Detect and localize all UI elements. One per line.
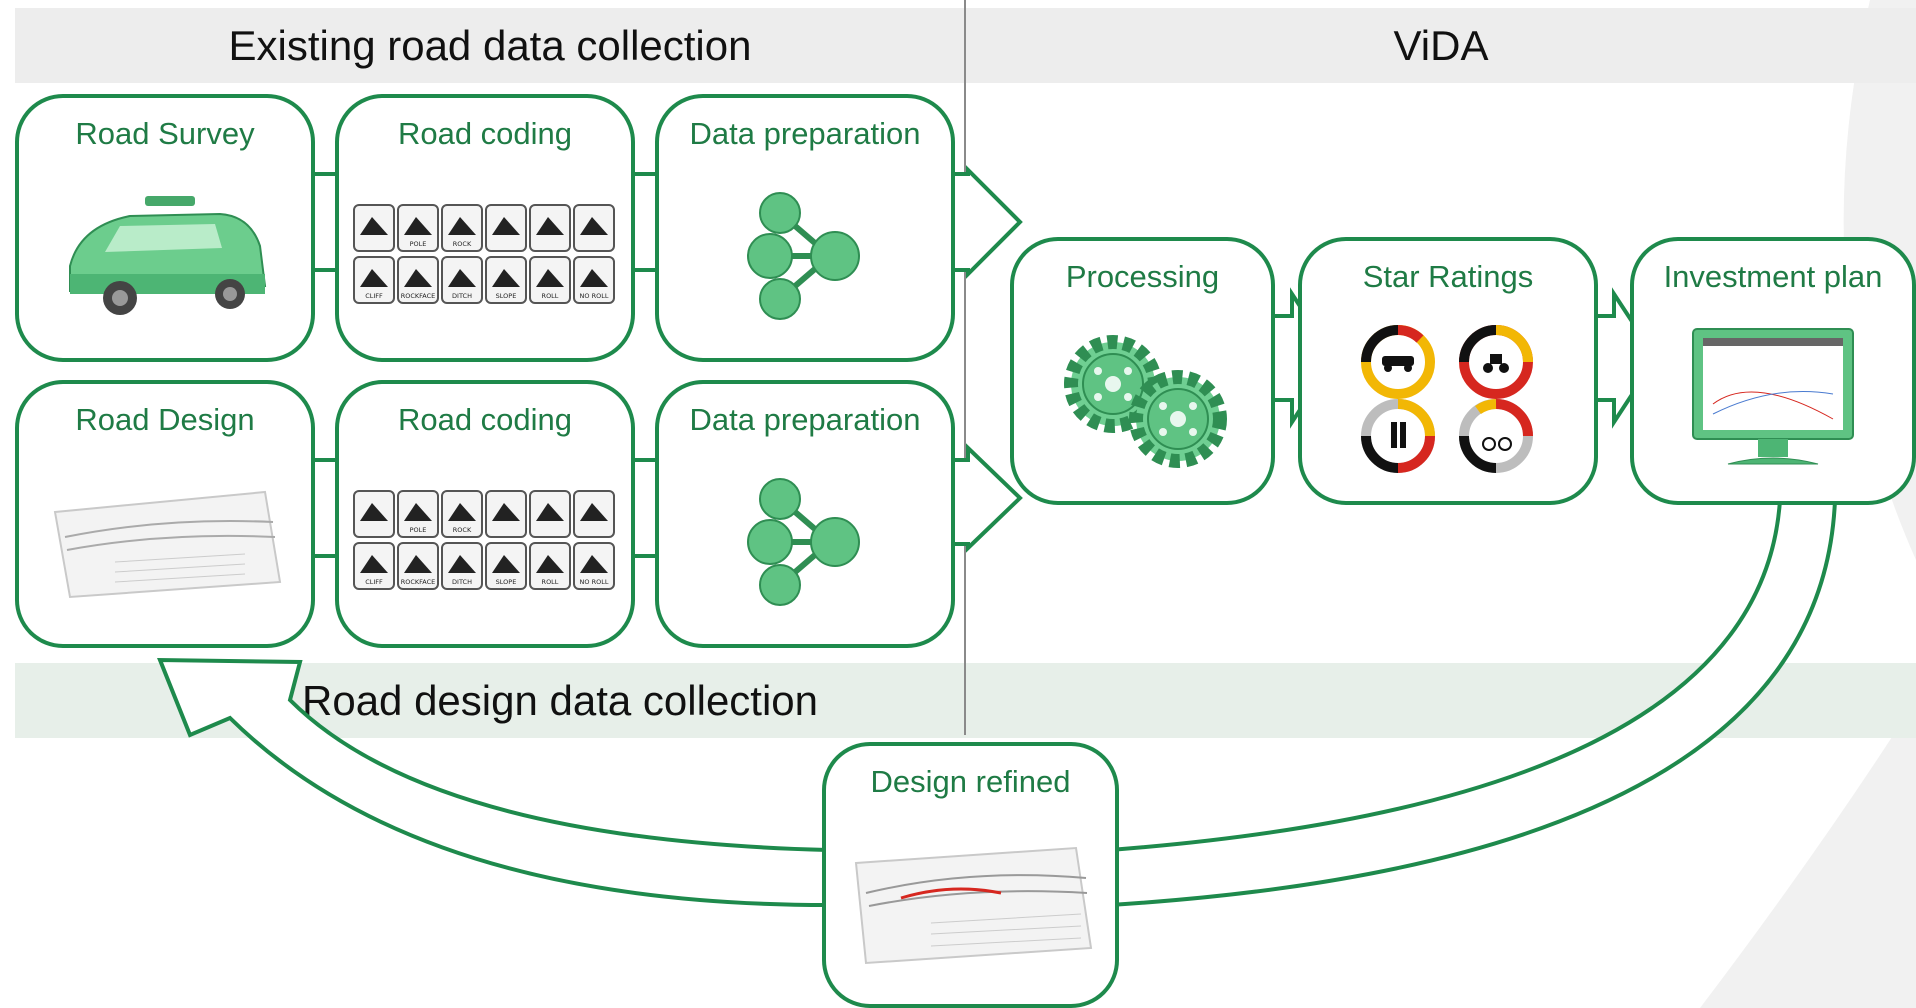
gears-icon	[1014, 311, 1271, 487]
coding-tile-label: ROLL	[542, 292, 559, 300]
design-refined-title: Design refined	[870, 764, 1071, 799]
coding-tile-label: POLE	[410, 240, 427, 248]
coding-tile-symbol	[360, 269, 388, 287]
star-ratings-title: Star Ratings	[1362, 259, 1534, 294]
road-design-title: Road Design	[75, 402, 255, 437]
refined-plan-icon	[826, 816, 1115, 990]
coding-tile-symbol	[404, 269, 432, 287]
coding-tile-label: ROCKFACE	[401, 578, 436, 586]
road-survey-title: Road Survey	[75, 116, 255, 151]
coding-tile-label: CLIFF	[365, 292, 383, 300]
investment-plan-title: Investment plan	[1663, 259, 1883, 294]
road-survey-box: Road Survey	[15, 94, 315, 362]
road-coding-top-title: Road coding	[397, 116, 573, 151]
coding-tile-label: ROCKFACE	[401, 292, 436, 300]
coding-tile-symbol	[360, 503, 388, 521]
coding-tile-label: POLE	[410, 526, 427, 534]
road-coding-bottom-box: Road coding POLE ROCK CLIFF ROCKFACE DITCH SL…	[335, 380, 635, 648]
coding-tile-label: ROCK	[453, 240, 472, 248]
investment-plan-box: Investment plan	[1630, 237, 1916, 505]
processing-title: Processing	[1065, 259, 1220, 294]
data-prep-bottom-title: Data preparation	[689, 402, 921, 437]
coding-tile-symbol	[404, 503, 432, 521]
coding-tile-symbol	[448, 269, 476, 287]
data-prep-top-box: Data preparation	[655, 94, 955, 362]
data-merge-icon	[659, 454, 951, 630]
arrow-prep-to-processing-bottom	[952, 443, 1023, 553]
coding-tile-label: NO ROLL	[580, 578, 609, 586]
coding-tile-label: DITCH	[452, 292, 472, 300]
section-title-vida: ViDA	[1393, 21, 1489, 69]
coding-tile-symbol	[492, 269, 520, 287]
road-design-box: Road Design	[15, 380, 315, 648]
coding-tile-label: NO ROLL	[580, 292, 609, 300]
coding-tile-label: ROLL	[542, 578, 559, 586]
van-icon	[19, 168, 311, 344]
road-coding-tiles-icon: POLE ROCK CLIFF ROCKFACE DITCH SLOPE ROLL NO RO…	[339, 168, 631, 344]
coding-tile-symbol	[492, 503, 520, 521]
road-coding-tiles-icon: POLE ROCK CLIFF ROCKFACE DITCH SLOPE ROLL NO RO…	[339, 454, 631, 630]
road-coding-top-box: Road coding POLE ROCK CLIFF ROCKFACE DITCH SL…	[335, 94, 635, 362]
coding-tile-symbol	[448, 503, 476, 521]
coding-tile-symbol	[536, 555, 564, 573]
data-merge-icon	[659, 168, 951, 344]
coding-tile-symbol	[580, 503, 608, 521]
coding-tile-symbol	[536, 503, 564, 521]
section-header-vida: ViDA	[966, 8, 1916, 83]
coding-tile-label: DITCH	[452, 578, 472, 586]
coding-tile-symbol	[448, 555, 476, 573]
coding-tile-symbol	[580, 269, 608, 287]
section-title-existing: Existing road data collection	[228, 21, 752, 69]
data-prep-bottom-box: Data preparation	[655, 380, 955, 648]
processing-box: Processing	[1010, 237, 1275, 505]
data-prep-top-title: Data preparation	[689, 116, 921, 151]
section-title-road-design: Road design data collection	[302, 676, 819, 724]
coding-tile-label: SLOPE	[496, 578, 517, 586]
arrow-prep-to-processing-top	[952, 165, 1023, 279]
coding-tile-symbol	[580, 217, 608, 235]
design-refined-box: Design refined	[822, 742, 1119, 1008]
road-plan-icon	[19, 454, 311, 630]
road-coding-bottom-title: Road coding	[397, 402, 573, 437]
coding-tile-symbol	[536, 269, 564, 287]
section-divider	[964, 0, 966, 735]
section-header-existing: Existing road data collection	[15, 8, 965, 83]
coding-tile-symbol	[536, 217, 564, 235]
coding-tiles-grid: POLE ROCK CLIFF ROCKFACE DITCH SLOPE ROLL NO RO…	[353, 490, 615, 590]
coding-tiles-grid: POLE ROCK CLIFF ROCKFACE DITCH SLOPE ROLL NO RO…	[353, 204, 615, 304]
star-ratings-box: Star Ratings	[1298, 237, 1598, 505]
star-rating-rings-icon	[1302, 311, 1594, 487]
coding-tile-symbol	[492, 555, 520, 573]
coding-tile-label: CLIFF	[365, 578, 383, 586]
coding-tile-symbol	[360, 555, 388, 573]
coding-tile-label: SLOPE	[496, 292, 517, 300]
coding-tile-symbol	[448, 217, 476, 235]
coding-tile-symbol	[404, 555, 432, 573]
coding-tile-symbol	[360, 217, 388, 235]
coding-tile-label: ROCK	[453, 526, 472, 534]
coding-tile-symbol	[404, 217, 432, 235]
coding-tile-symbol	[492, 217, 520, 235]
arrow-investment-to-refined	[1108, 498, 1838, 908]
coding-tile-symbol	[580, 555, 608, 573]
monitor-icon	[1634, 311, 1912, 487]
arrow-refined-to-road-design	[157, 657, 830, 908]
